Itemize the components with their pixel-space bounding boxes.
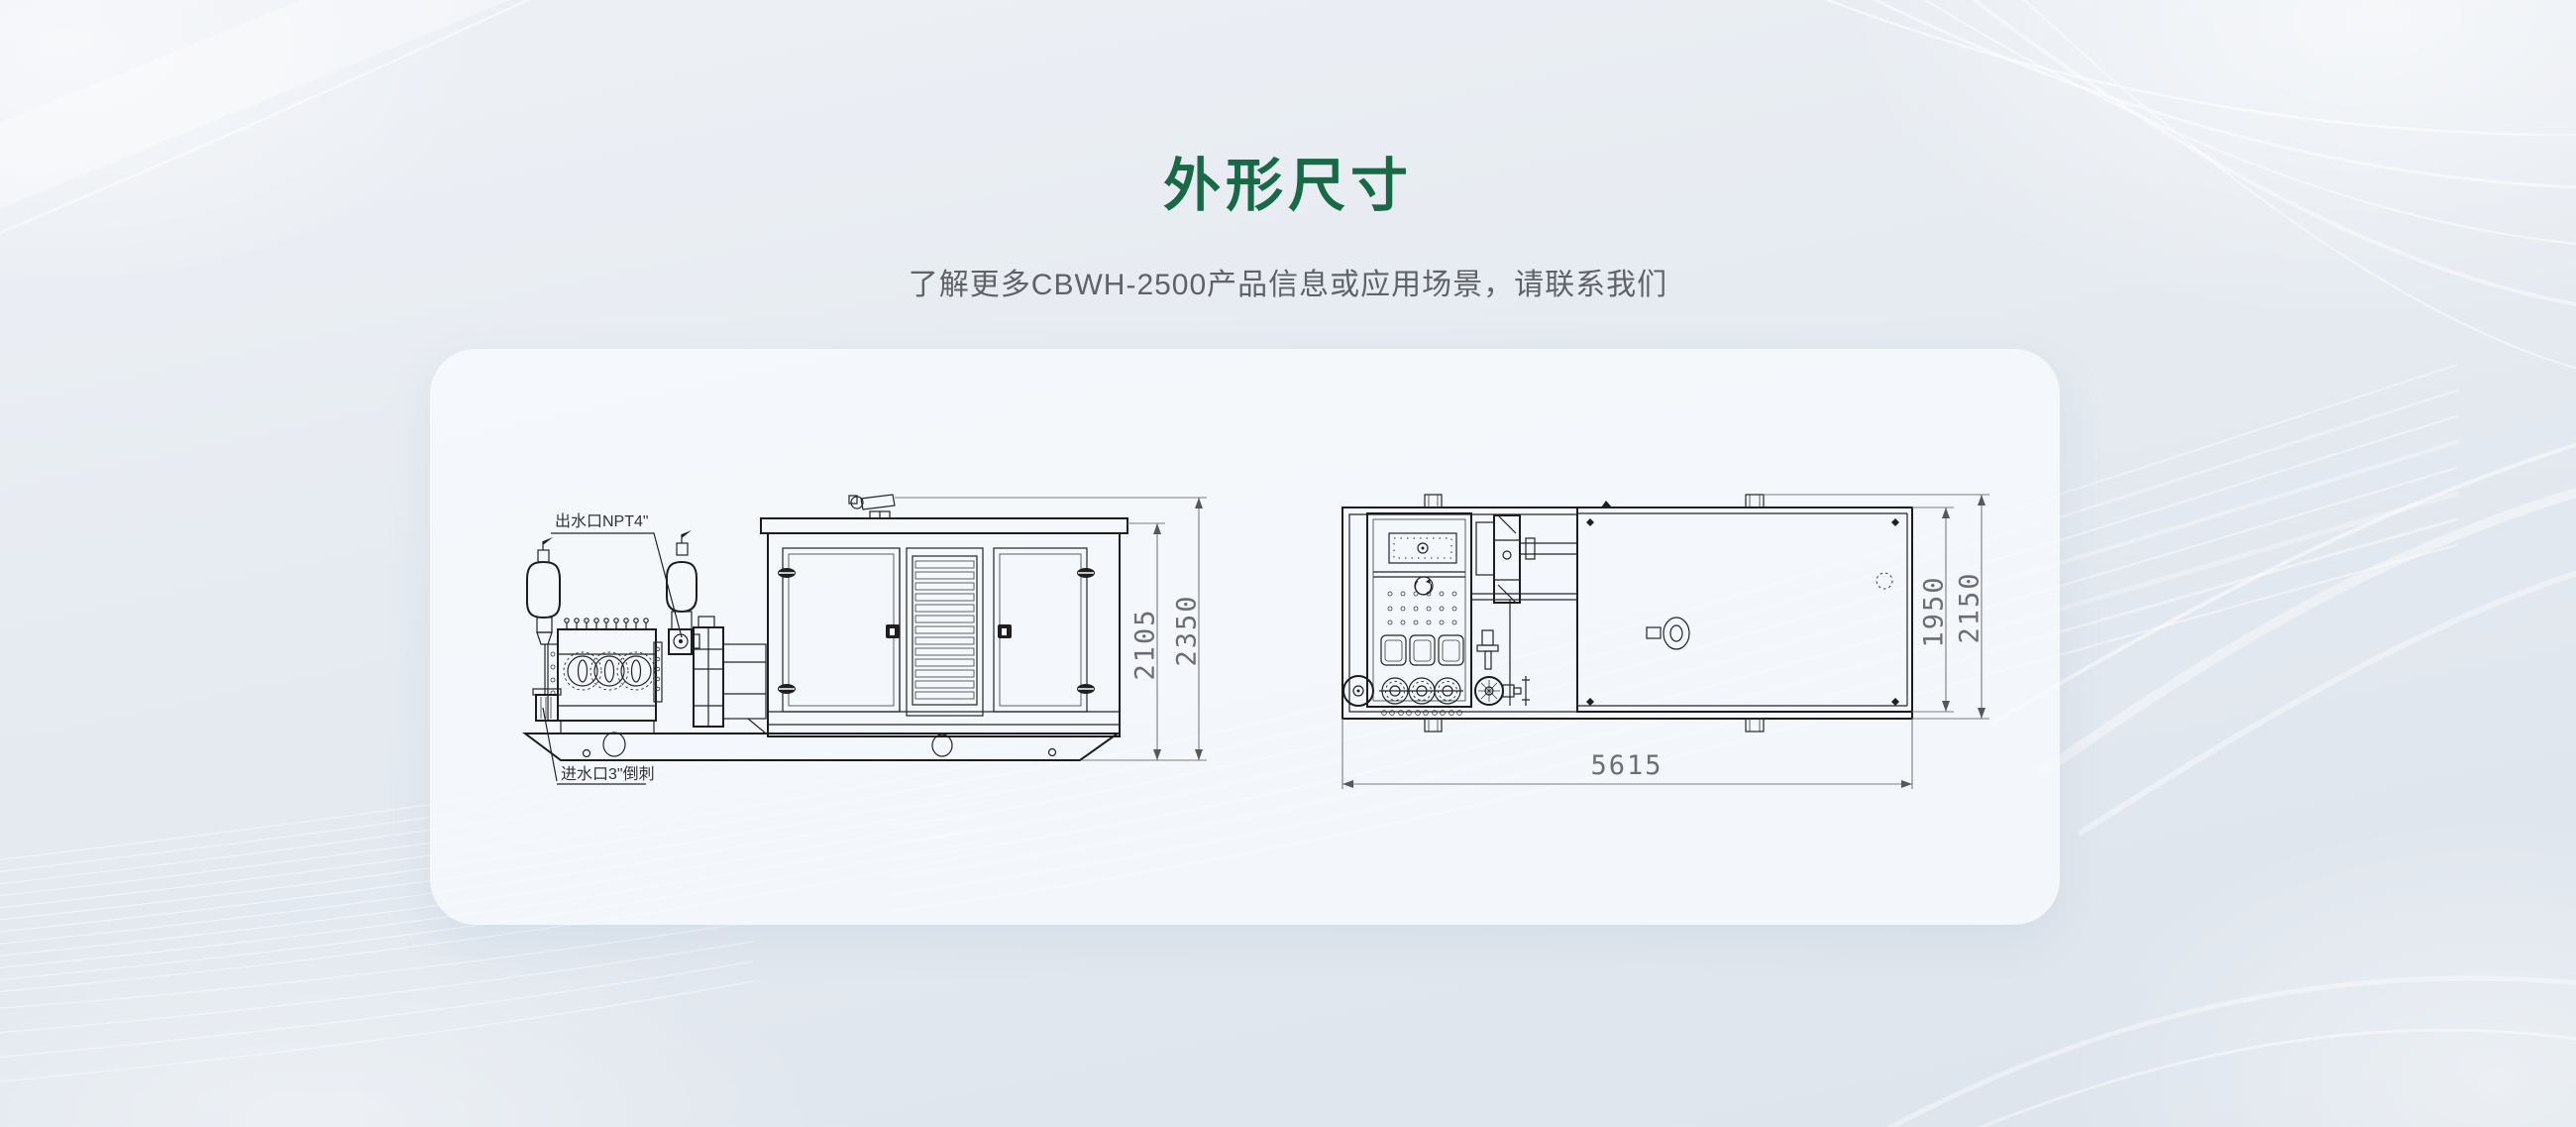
inlet-leader-line [542, 707, 646, 785]
page-subtitle: 了解更多CBWH-2500产品信息或应用场景，请联系我们 [908, 269, 1668, 301]
outlet-leader-line [551, 532, 683, 638]
inlet-label: 进水口3"倒刺 [561, 765, 655, 783]
pulsation-dampener-right [666, 530, 698, 630]
flanged-connections [1379, 677, 1463, 705]
gearbox-plan [1471, 514, 1577, 706]
dim-enclosure-height: 2105 [1130, 608, 1161, 680]
pulley [1342, 675, 1374, 707]
suction-strainer [532, 688, 562, 722]
roof-corner-bolts [1586, 518, 1899, 706]
side-view-dimensions: 2105 2350 [895, 497, 1207, 761]
top-pump-unit [1342, 512, 1577, 716]
door-hinges [778, 568, 1095, 694]
outlet-label: 出水口NPT4" [555, 512, 649, 530]
side-skid [522, 732, 1122, 761]
discharge-fitting [668, 628, 700, 655]
dim-overall-height: 2350 [1172, 594, 1203, 666]
top-view-drawing: 1950 2150 5615 [1342, 494, 1989, 789]
suction-pipe-plan [1476, 629, 1499, 670]
top-enclosure-roof [1576, 507, 1913, 713]
side-view-labels: 出水口NPT4" 进水口3"倒刺 [542, 512, 683, 785]
top-view-dimensions: 1950 2150 5615 [1342, 494, 1989, 789]
roof-cap [1876, 572, 1893, 590]
rotation-marker [1414, 576, 1434, 596]
section-header: 外形尺寸 了解更多CBWH-2500产品信息或应用场景，请联系我们 [0, 139, 2576, 303]
drive-assembly [693, 616, 767, 734]
pump-fluid-end [547, 618, 663, 722]
louver-vent [906, 547, 984, 717]
side-enclosure [760, 517, 1128, 737]
bottom-right-waves [1885, 975, 2576, 1127]
bottom-stud-row [1381, 710, 1462, 716]
top-exhaust [1646, 617, 1690, 650]
page-title: 外形尺寸 [1162, 154, 1413, 218]
dim-overall-length: 5615 [1590, 750, 1663, 781]
dim-inner-width: 1950 [1919, 575, 1950, 647]
top-skid [1342, 494, 1913, 733]
top-left-wave-band [0, 0, 531, 235]
cylinder-cover-plan [1380, 634, 1464, 666]
door-latches [886, 624, 1012, 638]
side-view-drawing: 出水口NPT4" 进水口3"倒刺 2105 2350 [522, 494, 1207, 785]
pulsation-dampener-left [526, 537, 561, 694]
pump-base [560, 720, 655, 734]
dim-overall-width: 2150 [1955, 571, 1986, 643]
top-right-wave-fan [1823, 0, 2576, 370]
aux-pump-plan [1474, 676, 1530, 706]
cylinder-covers [563, 651, 656, 691]
left-door [782, 547, 901, 713]
lifting-tabs [1424, 494, 1765, 733]
valve-cover-plate [1388, 532, 1457, 564]
dimension-diagram-card [430, 349, 2060, 925]
right-door [993, 547, 1088, 713]
side-pump-unit [526, 530, 767, 734]
valve-studs [564, 618, 649, 629]
roof-exhaust [848, 494, 896, 519]
stud-grid [1387, 591, 1457, 625]
